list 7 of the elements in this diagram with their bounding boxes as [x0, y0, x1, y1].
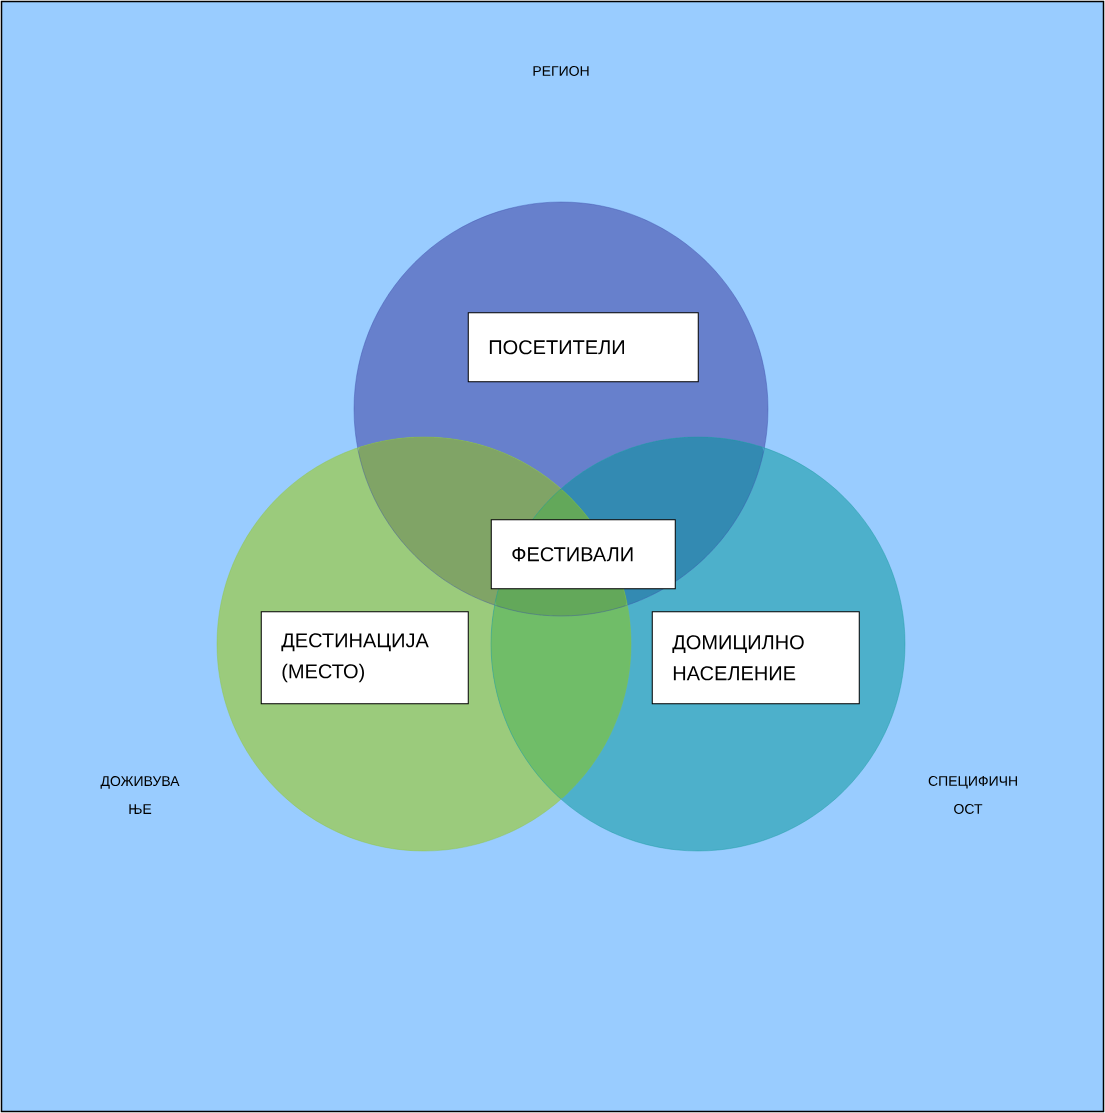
- region-title: РЕГИОН: [533, 66, 589, 76]
- label-box: ПОСЕТИТЕЛИ: [467, 312, 699, 383]
- label-box: ФЕСТИВАЛИ: [490, 519, 676, 590]
- side-label: СПЕЦИФИЧН ОСТ: [928, 776, 1017, 814]
- label-box: ДОМИЦИЛНО НАСЕЛЕНИЕ: [651, 611, 860, 705]
- label-box: ДЕСТИНАЦИЈА (МЕСТО): [260, 611, 469, 705]
- side-label: ДОЖИВУВА ЊЕ: [100, 776, 180, 814]
